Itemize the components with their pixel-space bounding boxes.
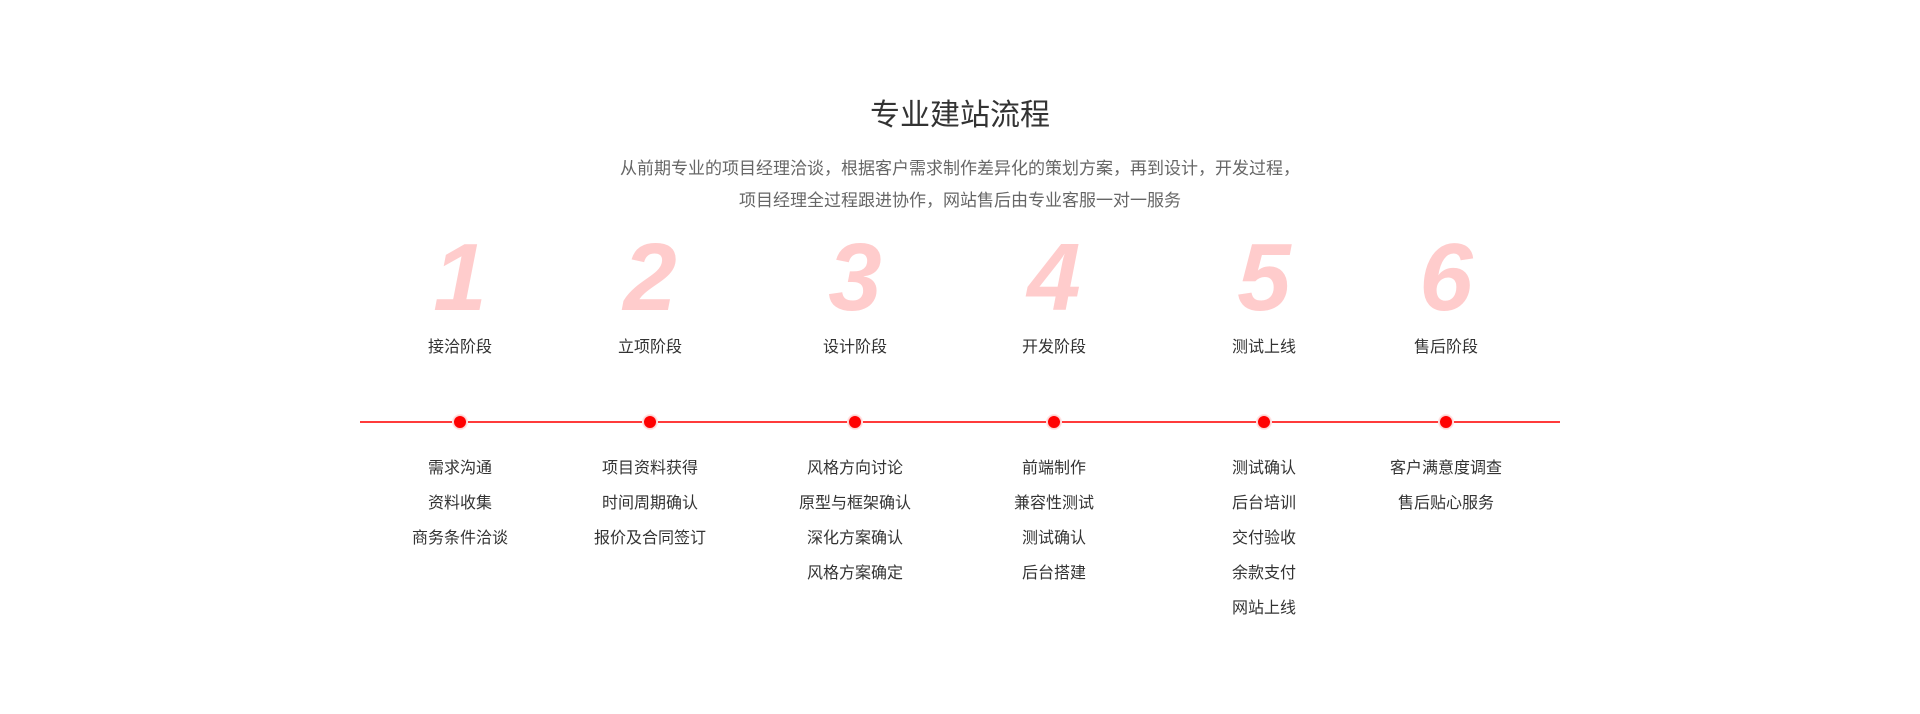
timeline-dot — [1439, 415, 1453, 429]
timeline-dot — [643, 415, 657, 429]
stage-number: 6 — [1419, 224, 1473, 331]
section-title: 专业建站流程 — [870, 98, 1050, 133]
stage-number: 4 — [1027, 224, 1081, 331]
stage-items: 前端制作兼容性测试测试确认后台搭建 — [969, 456, 1139, 596]
stage-item: 售后贴心服务 — [1397, 493, 1494, 512]
stage-item: 前端制作 — [1021, 458, 1086, 477]
stage-label: 设计阶段 — [822, 337, 887, 356]
stage-item: 测试确认 — [1231, 458, 1296, 477]
stage-label: 测试上线 — [1231, 337, 1296, 356]
stage-item: 后台培训 — [1231, 493, 1296, 512]
stage-label: 接洽阶段 — [427, 337, 492, 356]
subtitle-line-2: 项目经理全过程跟进协作，网站售后由专业客服一对一服务 — [739, 191, 1181, 211]
stage-items: 需求沟通资料收集商务条件洽谈 — [375, 456, 545, 561]
timeline-dot — [453, 415, 467, 429]
stage-item: 兼容性测试 — [1013, 493, 1094, 512]
stage-item: 余款支付 — [1231, 563, 1296, 582]
stage-item: 风格方向讨论 — [806, 458, 903, 477]
stage-item: 时间周期确认 — [601, 493, 698, 512]
stage-item: 原型与框架确认 — [798, 493, 911, 512]
timeline-dot — [1047, 415, 1061, 429]
stage-item: 网站上线 — [1231, 598, 1296, 617]
stage-number: 3 — [828, 224, 882, 331]
stage-item: 需求沟通 — [427, 458, 492, 477]
timeline-line — [360, 421, 1560, 423]
stage-label: 售后阶段 — [1413, 337, 1478, 356]
stage-label: 开发阶段 — [1021, 337, 1086, 356]
stage-item: 资料收集 — [427, 493, 492, 512]
stage-items: 测试确认后台培训交付验收余款支付网站上线 — [1179, 456, 1349, 631]
stage-items: 客户满意度调查售后贴心服务 — [1361, 456, 1531, 526]
stage-items: 风格方向讨论原型与框架确认深化方案确认风格方案确定 — [770, 456, 940, 596]
stage-number: 2 — [623, 224, 677, 331]
stage-items: 项目资料获得时间周期确认报价及合同签订 — [565, 456, 735, 561]
stage-number: 5 — [1237, 224, 1291, 331]
stage-label: 立项阶段 — [617, 337, 682, 356]
stage-item: 客户满意度调查 — [1389, 458, 1502, 477]
stage-item: 交付验收 — [1231, 528, 1296, 547]
timeline-dot — [1257, 415, 1271, 429]
stage-item: 商务条件洽谈 — [411, 528, 508, 547]
stage-item: 后台搭建 — [1021, 563, 1086, 582]
stage-item: 测试确认 — [1021, 528, 1086, 547]
stage-item: 报价及合同签订 — [593, 528, 706, 547]
subtitle-line-1: 从前期专业的项目经理洽谈，根据客户需求制作差异化的策划方案，再到设计，开发过程， — [620, 159, 1300, 179]
stage-item: 深化方案确认 — [806, 528, 903, 547]
stage-item: 项目资料获得 — [601, 458, 698, 477]
stage-item: 风格方案确定 — [806, 563, 903, 582]
stage-number: 1 — [433, 224, 487, 331]
timeline-dot — [848, 415, 862, 429]
